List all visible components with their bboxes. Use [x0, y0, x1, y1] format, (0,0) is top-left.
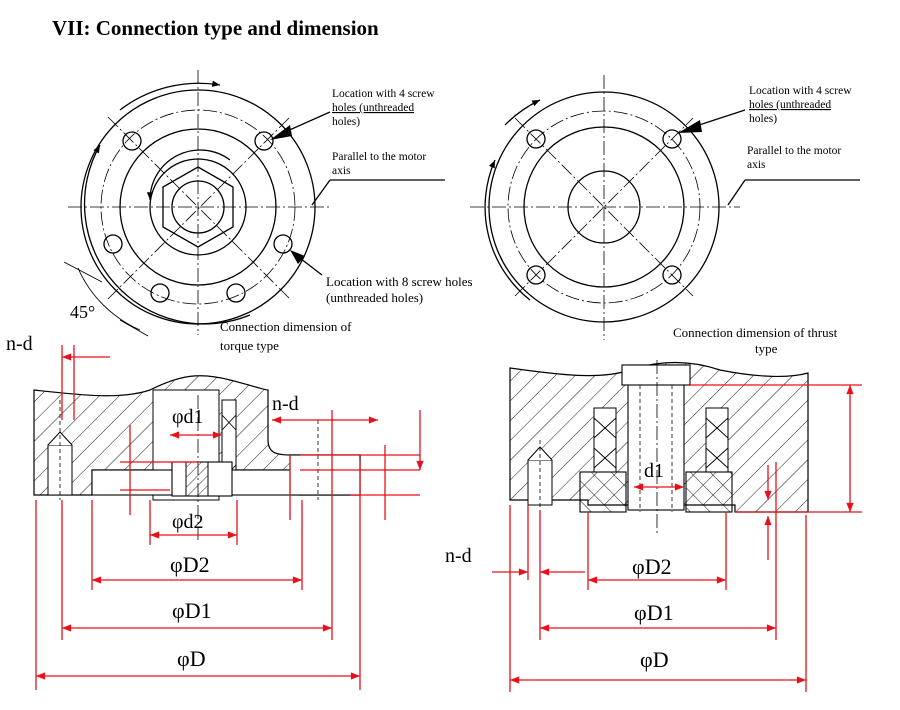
left-D2-label: φD2 — [170, 552, 210, 577]
torque-type-top-view — [63, 70, 445, 337]
right-label-4-holes-1: Location with 4 screw — [749, 85, 852, 97]
left-label-8-holes-1: Location with 8 screw holes — [326, 274, 473, 289]
left-D1-label: φD1 — [172, 598, 212, 623]
thrust-caption-2: type — [755, 341, 778, 356]
left-label-parallel-2: axis — [332, 165, 351, 177]
right-label-4-holes-3: holes) — [749, 113, 777, 125]
left-d1-label: φd1 — [172, 406, 204, 428]
right-nd-label: n-d — [445, 545, 472, 567]
left-label-4-holes-2: holes (unthreaded — [332, 102, 414, 114]
left-label-4-holes-1: Location with 4 screw — [332, 88, 435, 100]
torque-caption-1: Connection dimension of — [220, 319, 352, 334]
right-D1-label: φD1 — [634, 600, 674, 625]
thrust-type-section — [492, 360, 862, 692]
right-D2-label: φD2 — [632, 554, 672, 579]
right-d1-label: d1 — [644, 460, 664, 482]
right-label-parallel-2: axis — [747, 159, 766, 171]
left-label-8-holes-2: (unthreaded holes) — [326, 290, 423, 305]
torque-type-section — [33, 345, 424, 690]
left-d2-label: φd2 — [172, 511, 204, 533]
left-D-label: φD — [177, 646, 206, 671]
thrust-caption-1: Connection dimension of thrust — [673, 325, 838, 340]
torque-caption-2: torque type — [220, 338, 279, 353]
left-nd-label: n-d — [6, 333, 33, 355]
page-heading: VII: Connection type and dimension — [52, 16, 379, 40]
left-label-parallel-1: Parallel to the motor — [332, 151, 426, 163]
thrust-type-top-view — [470, 75, 860, 340]
left-nd2-label: n-d — [272, 393, 299, 415]
right-label-parallel-1: Parallel to the motor — [747, 145, 841, 157]
left-label-4-holes-3: holes) — [332, 116, 360, 128]
right-D-label: φD — [640, 647, 669, 672]
right-label-4-holes-2: holes (unthreaded — [749, 99, 831, 111]
angle-label: 45° — [70, 302, 95, 322]
